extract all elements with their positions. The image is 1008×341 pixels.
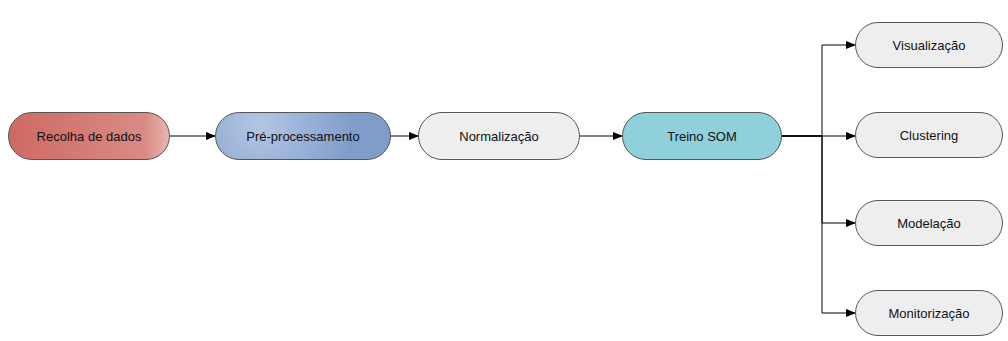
node-label: Normalização [459,129,538,144]
flow-arrow [782,45,855,136]
node-label: Modelação [897,216,961,231]
node-label: Treino SOM [667,129,737,144]
process-box: Treino SOM [622,112,782,160]
output-box: Clustering [855,112,1003,158]
node-label: Visualização [893,38,966,53]
process-box: Pré-processamento [215,112,391,160]
output-box: Visualização [855,22,1003,68]
flow-arrow [580,136,622,137]
source-box: Recolha de dados [8,112,170,160]
flow-arrow [782,136,855,313]
process-box: Normalização [418,112,580,160]
flow-arrow [170,136,215,137]
node-label: Pré-processamento [246,129,359,144]
output-box: Monitorização [855,290,1003,336]
flow-arrow [391,136,418,137]
node-label: Clustering [900,128,959,143]
node-label: Monitorização [889,306,970,321]
node-label: Recolha de dados [37,129,142,144]
flow-arrow [782,136,855,223]
output-box: Modelação [855,200,1003,246]
